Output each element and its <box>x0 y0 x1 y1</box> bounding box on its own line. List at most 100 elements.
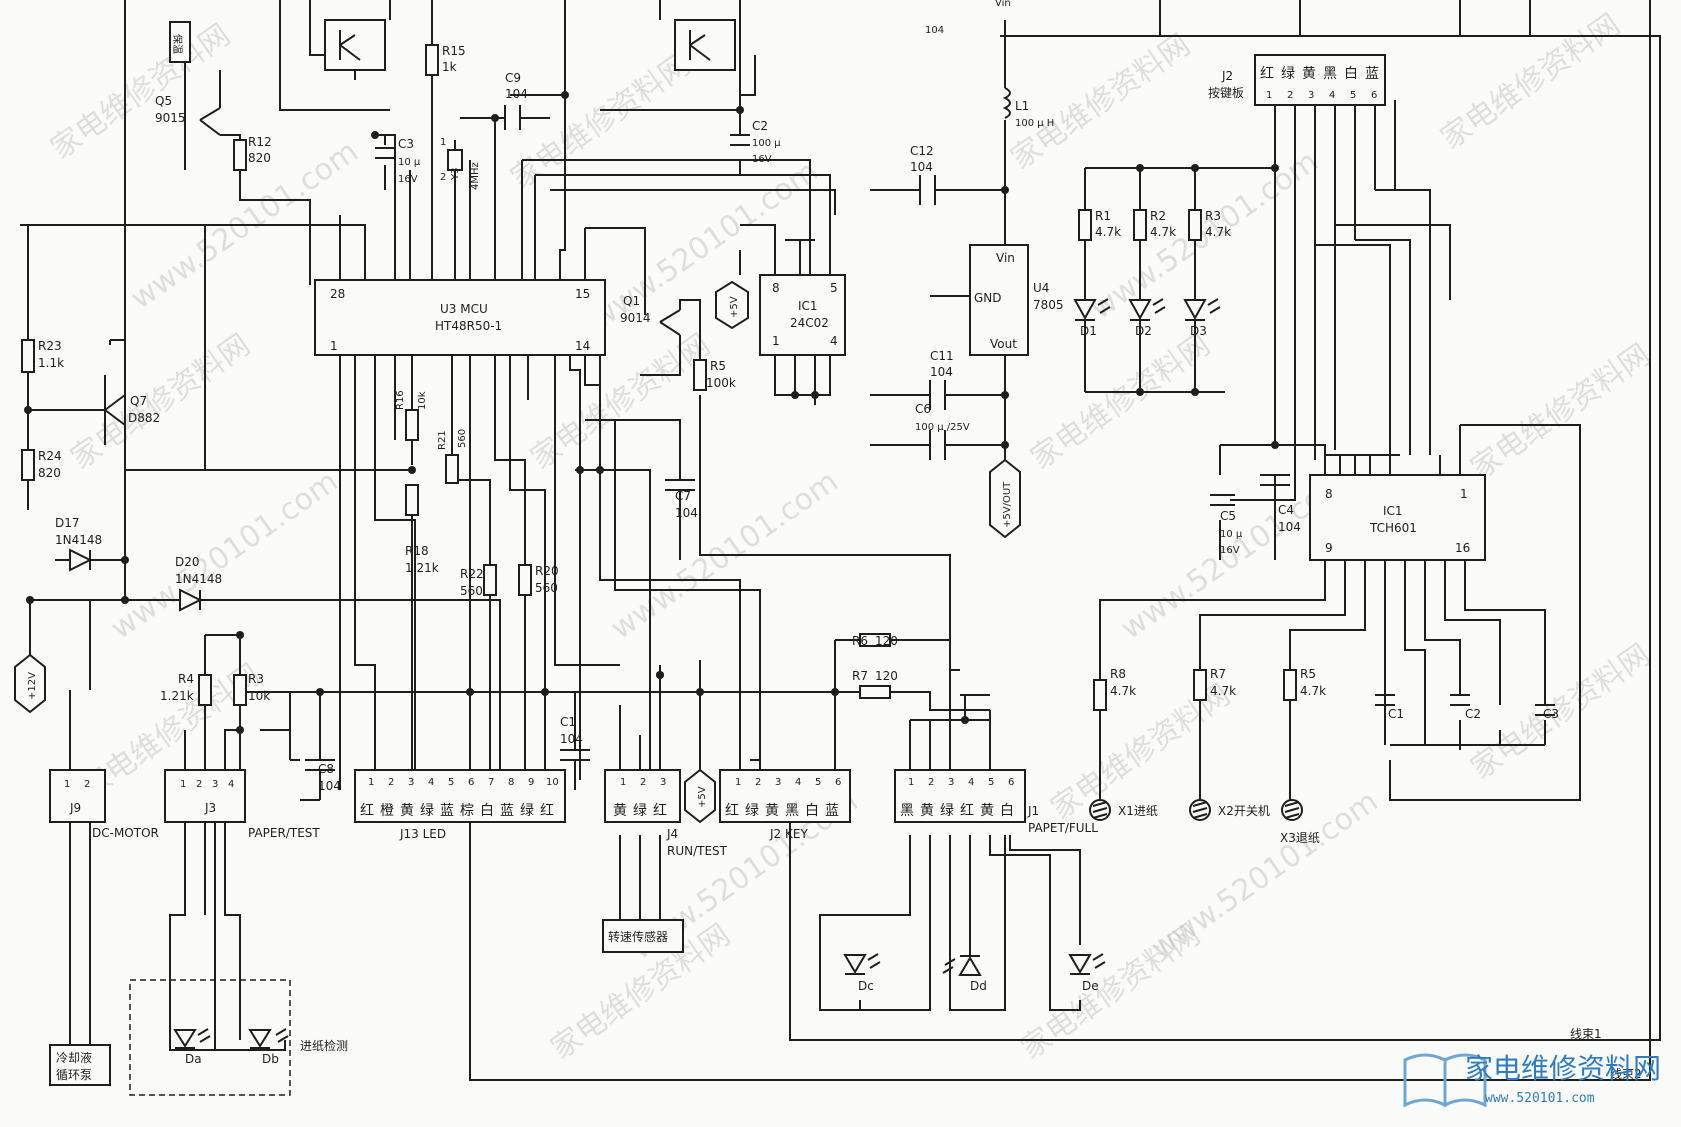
connector-j3: 1 2 3 4 J3 PAPER/TEST <box>164 769 320 840</box>
r20-label: R20 <box>535 564 559 578</box>
ic1-pin4: 4 <box>830 334 838 348</box>
j1-color: 白 <box>1000 803 1014 819</box>
r1-label: R1 <box>1095 209 1111 223</box>
j2-pin: 6 <box>1371 90 1377 101</box>
j2-label: J2 <box>1221 69 1233 83</box>
j1-pin: 5 <box>988 777 994 788</box>
capacitor-c3-right: C3 <box>1535 704 1559 721</box>
resistor-r18: R18 1.21k <box>405 484 439 575</box>
led-d2: D2 <box>1128 298 1166 338</box>
j1-color: 红 <box>960 803 974 819</box>
j4-pin: 3 <box>660 777 666 788</box>
touch-pad-x1: X1进纸 <box>1089 799 1158 821</box>
diode-d20: D20 1N4148 <box>175 555 222 612</box>
j1-pin: 4 <box>968 777 974 788</box>
resistor-r12: R12 820 <box>233 135 272 171</box>
u3-part: HT48R50-1 <box>435 319 502 333</box>
j13-pin: 3 <box>408 777 414 788</box>
c2-label: C2 <box>752 119 768 133</box>
j1-color: 黑 <box>900 803 914 819</box>
r7-mid-value: 120 <box>875 669 898 683</box>
resistor-r5-right: R5 4.7k <box>1283 667 1326 701</box>
r20-value: 560 <box>535 581 558 595</box>
j13-desc: J13 LED <box>399 827 446 841</box>
j9-label: J9 <box>69 801 81 815</box>
c9-label: C9 <box>505 71 521 85</box>
j3-pin: 2 <box>196 779 202 790</box>
tch-pin9: 9 <box>1325 541 1333 555</box>
tag-5v-b-text: +5V <box>697 786 708 808</box>
r5-right-label: R5 <box>1300 667 1316 681</box>
j3-pin: 1 <box>180 779 186 790</box>
u3-pin14: 14 <box>575 339 590 353</box>
connector-j2-board: 红 绿 黄 黑 白 蓝 1 2 3 4 5 6 J2 按键板 <box>1208 54 1386 106</box>
watermark-text: 家电维修资料网 <box>1465 337 1657 486</box>
tch-label: IC1 <box>1383 504 1403 518</box>
l1-label: L1 <box>1015 99 1029 113</box>
j2-color: 白 <box>1344 66 1358 82</box>
x3-label: X3退纸 <box>1280 831 1320 845</box>
capacitor-c2-right: C2 <box>1450 694 1481 721</box>
j2key-pin: 2 <box>755 777 761 788</box>
j2-pin: 5 <box>1350 90 1356 101</box>
resistor-r2: R2 4.7k <box>1133 209 1176 241</box>
r7-right-value: 4.7k <box>1210 684 1236 698</box>
d2-label: D2 <box>1135 324 1152 338</box>
j2-pin: 3 <box>1308 90 1314 101</box>
r16-value: 10k <box>417 391 428 410</box>
r21-label: R21 <box>437 430 448 450</box>
j1-pin: 3 <box>948 777 954 788</box>
j4-color: 红 <box>653 803 667 819</box>
j3-pin: 4 <box>228 779 234 790</box>
capacitor-c11: C11 104 <box>930 349 954 379</box>
q5-tag: 保温 <box>171 34 184 54</box>
j2key-pin: 4 <box>795 777 801 788</box>
watermark-text: 家电维修资料网 <box>1005 27 1197 176</box>
capacitor-c12: C12 104 <box>910 144 934 174</box>
j4-color: 绿 <box>633 803 647 819</box>
j13-pin: 7 <box>488 777 494 788</box>
r3-left-label: R3 <box>248 672 264 686</box>
wires <box>20 0 1661 1081</box>
j2key-pin: 1 <box>735 777 741 788</box>
d17-value: 1N4148 <box>55 533 102 547</box>
c5-value2: 16V <box>1220 545 1240 556</box>
regulator-u4: Vin GND Vout U4 7805 <box>969 244 1064 356</box>
r3-value: 4.7k <box>1205 225 1231 239</box>
u3-pin28: 28 <box>330 287 345 301</box>
c3-right-label: C3 <box>1543 707 1559 721</box>
c12-label: C12 <box>910 144 934 158</box>
u3-label: U3 MCU <box>440 302 488 316</box>
r3-label: R3 <box>1205 209 1221 223</box>
q5-type: 9015 <box>155 111 186 125</box>
feed-detect-group: Da Db 进纸检测 <box>129 979 348 1096</box>
c11-label: C11 <box>930 349 954 363</box>
tag-5v-a-text: +5V <box>729 296 740 318</box>
capacitor-c9: C9 104 <box>505 71 528 101</box>
j13-color: 蓝 <box>440 803 454 819</box>
c6-label: C6 <box>915 402 931 416</box>
crystal-y3: 1 2 Y3 4MHz <box>440 137 481 190</box>
r2-value: 4.7k <box>1150 225 1176 239</box>
tag-12v: +12V <box>14 653 46 714</box>
j4-color: 黄 <box>613 802 627 819</box>
connector-j13: 1 2 3 4 5 6 7 8 9 10 红 橙 黄 绿 蓝 棕 白 蓝 绿 红… <box>354 769 566 841</box>
c8-label: C8 <box>318 762 334 776</box>
r8-label: R8 <box>1110 667 1126 681</box>
r15-value: 1k <box>442 60 457 74</box>
j13-pin: 9 <box>528 777 534 788</box>
eeprom-ic1: 8 5 1 4 IC1 24C02 <box>759 274 846 356</box>
j13-color: 黄 <box>400 802 414 819</box>
capacitor-c6: C6 100 μ /25V <box>915 402 970 433</box>
x2-label: X2开关机 <box>1218 804 1270 818</box>
r4-label: R4 <box>178 672 194 686</box>
capacitor-c7: C7 104 <box>675 489 698 520</box>
r24-value: 820 <box>38 466 61 480</box>
bundle2-label: 线束2 <box>1610 1067 1642 1081</box>
r4-value: 1.21k <box>160 689 194 703</box>
resistor-r4: R4 1.21k <box>160 672 212 706</box>
resistor-r7-mid: R7 120 <box>852 669 898 699</box>
resistor-r6: R6 120 <box>852 633 898 648</box>
j9-pin: 1 <box>64 779 70 790</box>
tag-5v-b: +5V <box>684 768 716 824</box>
